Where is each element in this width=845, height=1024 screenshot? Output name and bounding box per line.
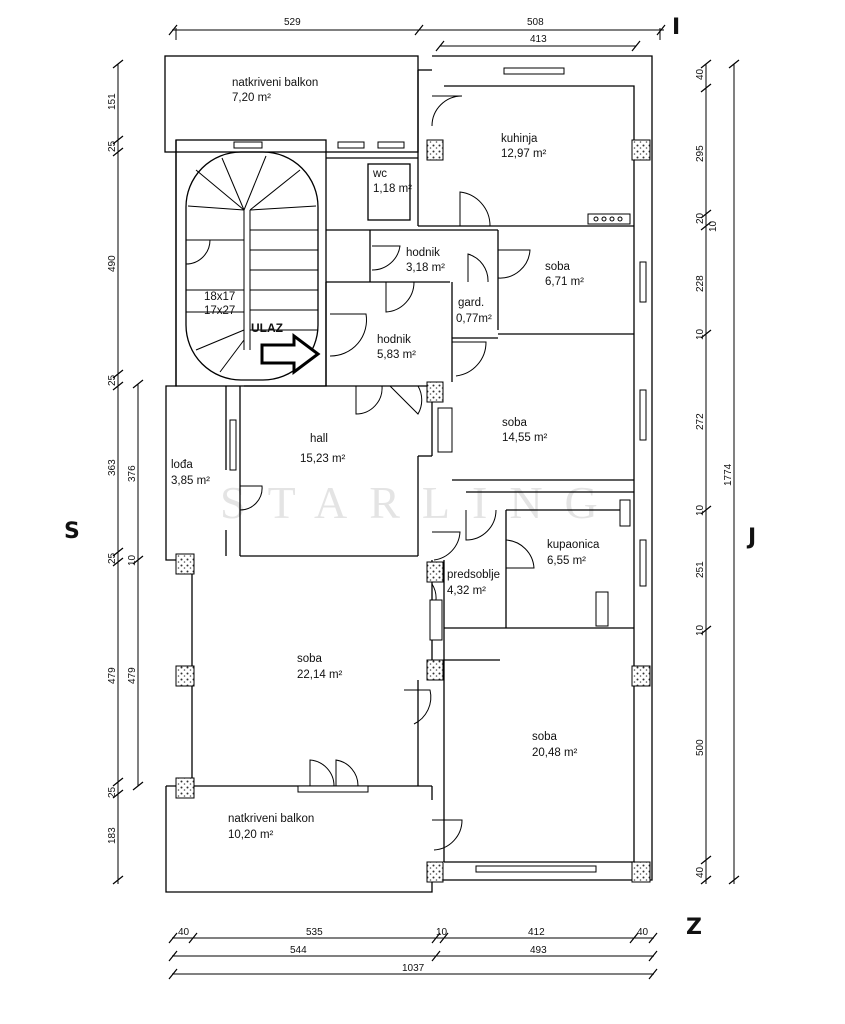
dim-right: 20 <box>695 212 706 224</box>
room-name: kuhinja <box>501 133 538 145</box>
dim-left: 151 <box>107 93 118 110</box>
room-area: 14,55 m² <box>502 432 548 444</box>
staircase <box>185 155 318 373</box>
dim-right: 40 <box>695 68 706 80</box>
dim-right: 500 <box>695 739 706 756</box>
dim-bottom-total: 1037 <box>402 963 425 974</box>
room-name: soba <box>532 731 558 743</box>
room-name: gard. <box>458 297 484 309</box>
dim-left: 25 <box>107 552 118 564</box>
room-area: 7,20 m² <box>232 92 271 104</box>
dim-right: 272 <box>695 413 706 430</box>
compass-north: I <box>672 15 680 40</box>
dim-left: 490 <box>107 255 118 272</box>
dim-top: 413 <box>530 34 547 45</box>
room-name: hodnik <box>406 247 440 259</box>
room-name: soba <box>502 417 528 429</box>
dim-right: 10 <box>695 504 706 516</box>
dimension-lines <box>117 28 735 975</box>
room-area: 6,55 m² <box>547 555 586 567</box>
walls <box>164 55 653 893</box>
dim-bottom: 40 <box>178 927 190 938</box>
doors <box>239 95 535 851</box>
columns <box>175 139 651 883</box>
room-labels: natkriveni balkon 7,20 m² kuhinja 12,97 … <box>171 77 600 841</box>
dim-left-inner: 479 <box>127 667 138 684</box>
dim-left: 183 <box>107 827 118 844</box>
room-area: 5,83 m² <box>377 349 416 361</box>
room-area: 12,97 m² <box>501 148 547 160</box>
room-area: 6,71 m² <box>545 276 584 288</box>
room-name: wc <box>372 168 387 180</box>
dim-bottom: 544 <box>290 945 307 956</box>
kitchen-counter <box>587 213 631 225</box>
room-name: soba <box>545 261 571 273</box>
room-area: 10,20 m² <box>228 829 274 841</box>
windows <box>229 67 647 873</box>
dim-left: 479 <box>107 667 118 684</box>
bathroom-fixtures <box>429 407 631 641</box>
room-name: hall <box>310 433 328 445</box>
room-area: 3,85 m² <box>171 475 210 487</box>
room-name: natkriveni balkon <box>232 77 318 89</box>
dim-right: 251 <box>695 561 706 578</box>
compass-south: Z <box>686 915 702 940</box>
dim-right: 10 <box>695 624 706 636</box>
dim-left: 25 <box>107 140 118 152</box>
room-area: 1,18 m² <box>373 183 412 195</box>
watermark: STARLING <box>220 477 620 528</box>
room-name: natkriveni balkon <box>228 813 314 825</box>
dim-bottom: 535 <box>306 927 323 938</box>
room-area: 3,18 m² <box>406 262 445 274</box>
dim-left: 25 <box>107 786 118 798</box>
dim-top: 529 <box>284 17 301 28</box>
dim-left: 363 <box>107 459 118 476</box>
dim-left: 10 <box>127 554 138 566</box>
dim-right: 10 <box>708 220 719 232</box>
dim-left-inner: 376 <box>127 465 138 482</box>
dimension-ticks <box>112 24 740 980</box>
room-area: 0,77m² <box>456 313 492 325</box>
room-name: soba <box>297 653 323 665</box>
dim-bottom: 493 <box>530 945 547 956</box>
room-name: predsoblje <box>447 569 500 581</box>
dim-right: 40 <box>695 866 706 878</box>
compass-west: S <box>64 519 80 544</box>
compass-east: J <box>746 525 756 550</box>
entrance-arrow-icon <box>260 333 321 375</box>
room-area: 15,23 m² <box>300 453 346 465</box>
room-name: hodnik <box>377 334 411 346</box>
room-area: 22,14 m² <box>297 669 343 681</box>
room-name: kupaonica <box>547 539 600 551</box>
dim-top: 508 <box>527 17 544 28</box>
dim-bottom: 10 <box>436 927 448 938</box>
stair-label-2: 17x27 <box>204 305 235 317</box>
dim-right: 228 <box>695 275 706 292</box>
stair-label-1: 18x17 <box>204 291 235 303</box>
room-area: 4,32 m² <box>447 585 486 597</box>
dim-left: 25 <box>107 374 118 386</box>
dim-right-total: 1774 <box>723 463 734 486</box>
dim-right: 10 <box>695 328 706 340</box>
dim-bottom: 40 <box>637 927 649 938</box>
room-area: 20,48 m² <box>532 747 578 759</box>
room-name: lođa <box>171 459 193 471</box>
entrance-label: ULAZ <box>251 321 283 335</box>
dim-right: 295 <box>695 145 706 162</box>
dim-bottom: 412 <box>528 927 545 938</box>
